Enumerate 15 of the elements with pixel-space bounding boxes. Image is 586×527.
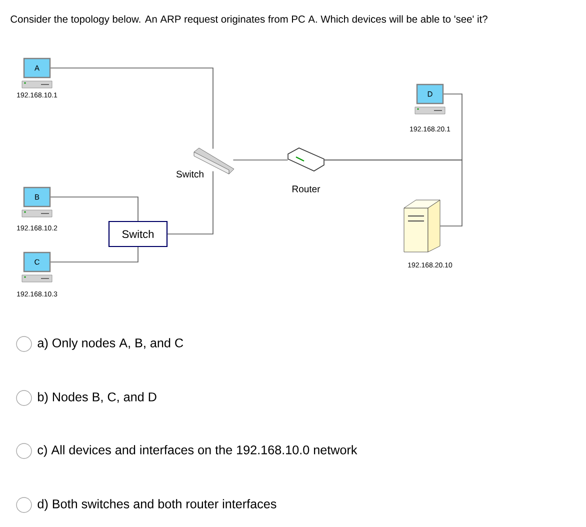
connection-line — [167, 170, 214, 234]
option-text: a) Only nodes A, B, and C — [38, 338, 184, 350]
device-label: Switch — [176, 170, 204, 178]
option-text: b) Nodes B, C, and D — [38, 392, 156, 404]
option-text: c) All devices and interfaces on the 192.168.10.0 network — [38, 445, 358, 457]
connection-line — [50, 68, 214, 150]
device-label: Router — [292, 186, 320, 192]
connection-line — [324, 160, 462, 226]
switch-box: Switch — [108, 220, 168, 248]
server-drawing — [404, 200, 440, 252]
connection-line — [50, 246, 138, 262]
connection-line — [50, 196, 138, 222]
question-text: Consider the topology below. An ARP request originates from PC A. Which devices will be able to 'see' it? — [10, 15, 488, 25]
option-text: d) Both switches and both router interfaces — [38, 499, 276, 511]
router-drawing — [288, 148, 324, 172]
